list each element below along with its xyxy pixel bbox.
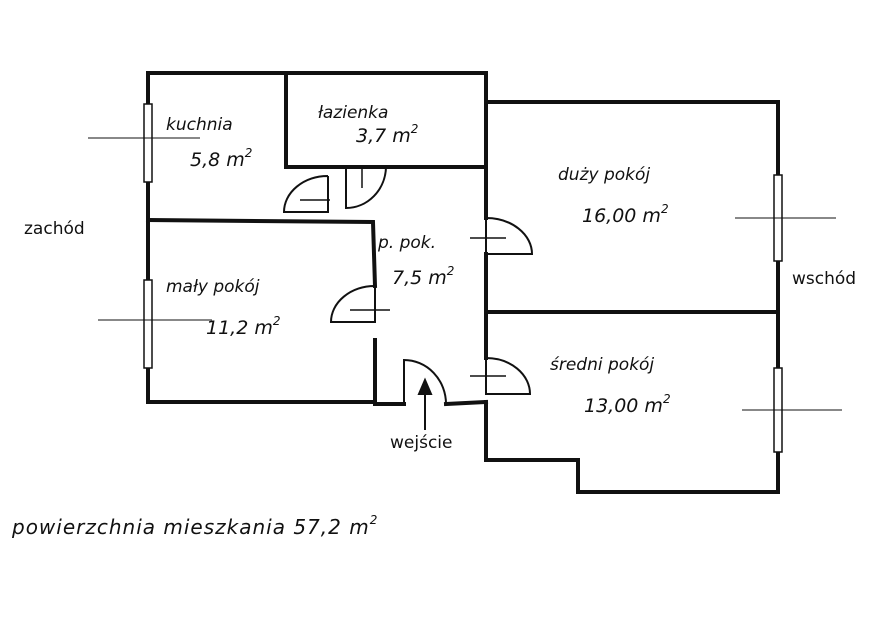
window-kitchen — [143, 103, 153, 183]
apartment-area-summary: powierzchnia mieszkania 57,2 m2 — [11, 513, 378, 539]
door-bathroom — [345, 166, 387, 210]
compass-west: zachód — [24, 219, 85, 239]
room-name-small-room: mały pokój — [166, 277, 260, 297]
compass-east: wschód — [792, 269, 856, 289]
room-area-hallway: 7,5 m2 — [392, 264, 454, 289]
room-name-kitchen: kuchnia — [166, 115, 233, 135]
wall-kitchen-bottom — [145, 217, 375, 225]
door-small-room — [329, 285, 376, 323]
room-area-medium-room: 13,00 m2 — [584, 392, 671, 417]
windows — [88, 103, 842, 453]
entrance-label: wejście — [390, 433, 452, 453]
doors — [282, 166, 534, 405]
wall-small-room-right — [370, 219, 378, 289]
wall-hall-bottom-right — [443, 399, 489, 407]
entrance-arrow-icon — [417, 377, 433, 430]
door-medium-room — [485, 357, 532, 395]
room-name-bathroom: łazienka — [318, 103, 388, 123]
door-big-room — [485, 217, 534, 255]
room-area-bathroom: 3,7 m2 — [356, 122, 418, 147]
room-area-kitchen: 5,8 m2 — [190, 146, 252, 171]
door-entrance — [403, 358, 447, 405]
room-name-hallway: p. pok. — [377, 233, 436, 253]
room-name-medium-room: średni pokój — [550, 355, 654, 375]
room-area-big-room: 16,00 m2 — [582, 202, 669, 227]
window-small-room — [143, 279, 153, 369]
door-kitchen — [282, 175, 329, 213]
wall-outer-right — [484, 100, 780, 494]
room-name-big-room: duży pokój — [558, 165, 650, 185]
room-area-small-room: 11,2 m2 — [206, 314, 281, 339]
